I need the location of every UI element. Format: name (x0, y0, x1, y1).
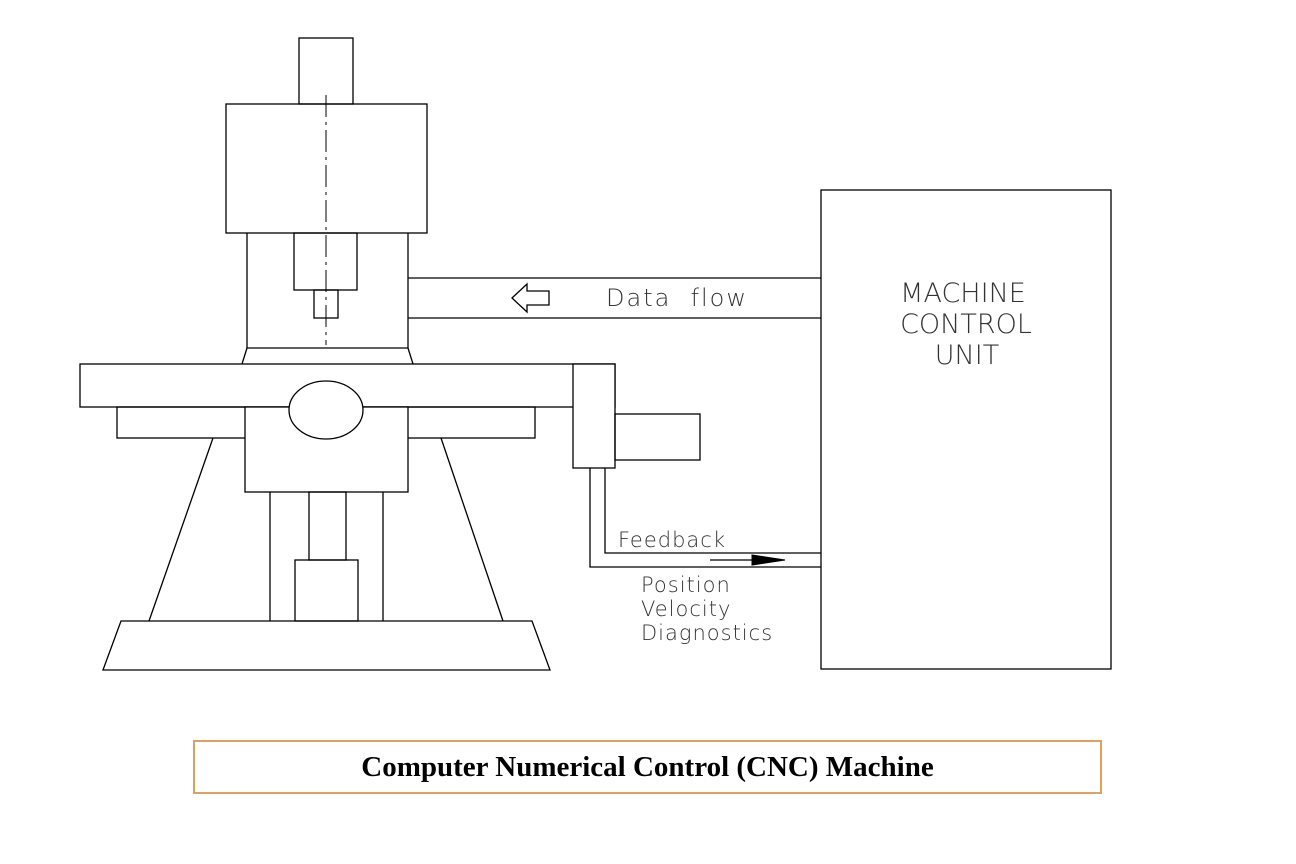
machine-control-unit: MACHINE CONTROL UNIT (820, 189, 1112, 670)
feedback-item-velocity: Velocity (641, 597, 731, 621)
elevating-screw (308, 491, 347, 561)
mcu-label-line-3: UNIT (935, 340, 999, 371)
data-flow-label: Data flow (606, 284, 748, 312)
feedback-arrow-icon (751, 554, 786, 566)
feedback-inner-line (604, 468, 821, 554)
mcu-label-line-2: CONTROL (900, 309, 1032, 340)
data-flow-channel: Data flow (408, 277, 821, 319)
screw-housing (294, 559, 359, 622)
caption-box: Computer Numerical Control (CNC) Machine (193, 740, 1102, 794)
column-base (241, 347, 414, 365)
feedback-channel: Feedback Position Velocity Diagnostics (589, 468, 821, 645)
data-flow-arrow-icon (511, 282, 550, 314)
feedback-outer-line (589, 468, 821, 568)
feedback-item-diagnostics: Diagnostics (641, 621, 773, 645)
servo-motor-housing (572, 363, 616, 469)
mcu-label-line-1: MACHINE (900, 278, 1026, 309)
machine-base (102, 620, 551, 671)
milling-machine (79, 37, 701, 671)
feedback-label: Feedback (618, 528, 726, 552)
mcu-box (820, 189, 1112, 670)
feedback-item-position: Position (641, 573, 731, 597)
spindle-motor (298, 37, 354, 105)
servo-motor (614, 413, 701, 461)
handwheel (288, 380, 364, 440)
caption-title: Computer Numerical Control (CNC) Machine (361, 750, 934, 783)
